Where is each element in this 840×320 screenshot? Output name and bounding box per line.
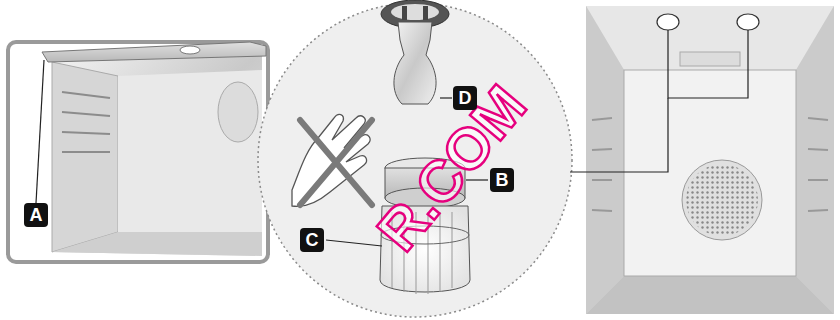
callout-letter: B (490, 168, 514, 192)
callout-letter: D (453, 86, 477, 110)
callout-letter: A (24, 203, 48, 227)
callout-letter: C (300, 228, 324, 252)
